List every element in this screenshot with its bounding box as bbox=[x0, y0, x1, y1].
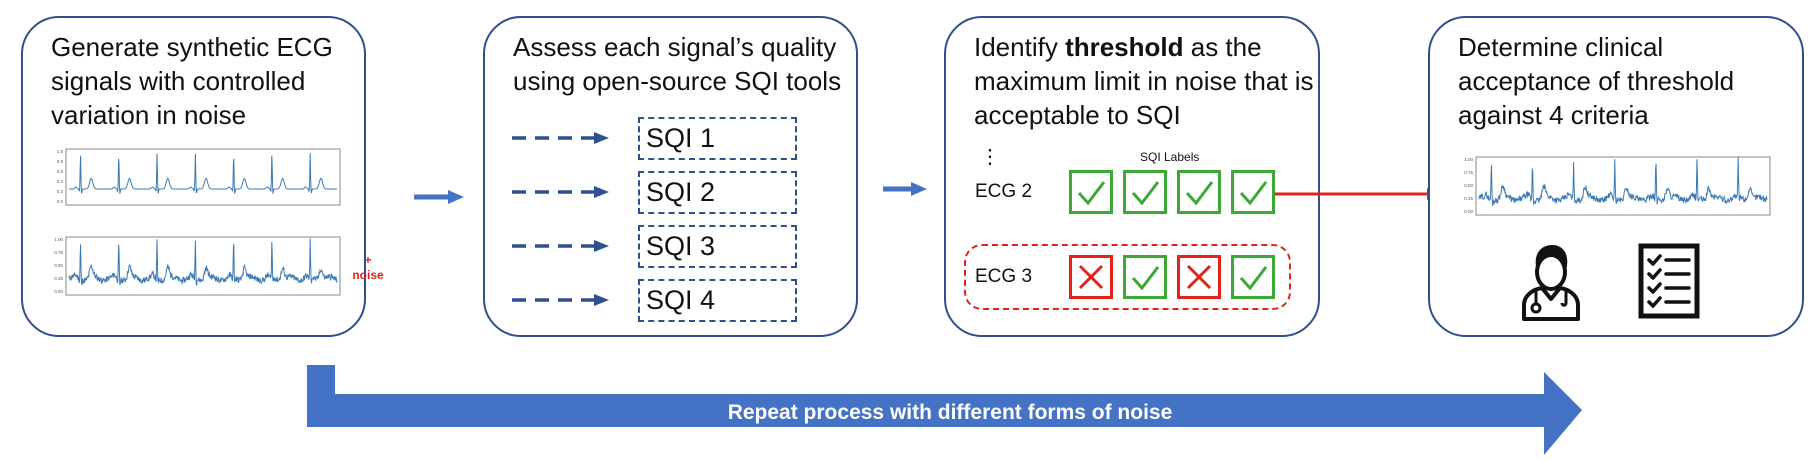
plot-tick-label: 0.75 bbox=[1464, 170, 1473, 175]
plot-tick-label: 1.0 bbox=[57, 149, 64, 154]
pass-check-icon bbox=[1231, 255, 1275, 299]
step-4-text: Determine clinical acceptance of thresho… bbox=[1458, 32, 1735, 130]
plot-tick-label: 0.00 bbox=[54, 289, 63, 294]
flow-arrow-2 bbox=[883, 182, 927, 196]
sqi-tool-box: SQI 1 bbox=[638, 117, 797, 160]
pass-check-icon bbox=[1123, 170, 1167, 214]
sqi-labels-header: SQI Labels bbox=[1140, 150, 1200, 164]
plot-tick-label: 0.4 bbox=[57, 179, 64, 184]
ecg3-dashed-box bbox=[964, 244, 1291, 310]
sqi-tool-box: SQI 2 bbox=[638, 171, 797, 214]
step-3-text-bold: threshold bbox=[1065, 32, 1184, 62]
ecg-row-label: ECG 2 bbox=[975, 181, 1033, 202]
plot-frame bbox=[65, 148, 341, 206]
step-1-text: Generate synthetic ECG signals with cont… bbox=[51, 32, 333, 130]
plot-tick-label: 1.00 bbox=[54, 237, 63, 242]
plot-tick-label: 0.2 bbox=[57, 189, 64, 194]
plot-tick-label: 0.50 bbox=[54, 263, 63, 268]
pass-check-icon bbox=[1069, 170, 1113, 214]
pass-check-icon bbox=[1177, 170, 1221, 214]
step-3-text-before: Identify bbox=[974, 32, 1066, 62]
clinician-icon bbox=[1522, 245, 1580, 321]
pass-check-icon bbox=[1123, 255, 1167, 299]
fail-cross-icon bbox=[1177, 255, 1221, 299]
ecg-trace bbox=[69, 152, 337, 194]
plot-frame bbox=[65, 236, 341, 296]
sqi-arrow bbox=[512, 240, 609, 252]
ecg-row-label: ECG 3 bbox=[975, 266, 1033, 287]
noise-label: + noise bbox=[346, 253, 390, 283]
plot-tick-label: 0.50 bbox=[1464, 183, 1473, 188]
step-1-panel: Generate synthetic ECG signals with cont… bbox=[21, 16, 366, 337]
flow-arrow-1 bbox=[414, 190, 464, 204]
sqi-arrow bbox=[512, 132, 609, 144]
repeat-arrow-label: Repeat process with different forms of n… bbox=[727, 401, 1173, 424]
repeat-arrow bbox=[307, 365, 1582, 455]
noise-word: noise bbox=[352, 268, 384, 282]
fail-cross-icon bbox=[1069, 255, 1113, 299]
noise-plus: + bbox=[364, 253, 372, 267]
plot-tick-label: 0.0 bbox=[57, 199, 64, 204]
step-3-panel: Identify threshold as the maximum limit … bbox=[944, 16, 1320, 337]
plot-tick-label: 0.6 bbox=[57, 169, 64, 174]
threshold-arrow bbox=[1275, 188, 1443, 200]
step-3-text-after: as the maximum limit in noise that is ac… bbox=[974, 32, 1314, 130]
step-3-text: Identify threshold as the maximum limit … bbox=[974, 30, 1314, 132]
sqi-arrow bbox=[512, 186, 609, 198]
plot-tick-label: 0.25 bbox=[1464, 196, 1473, 201]
sqi-tool-box: SQI 4 bbox=[638, 279, 797, 322]
checklist-icon bbox=[1638, 243, 1700, 319]
step-2-text: Assess each signal’s quality using open-… bbox=[513, 32, 842, 96]
plot-tick-label: 0.00 bbox=[1464, 209, 1473, 214]
ellipsis: ⋮ bbox=[980, 146, 1000, 168]
plot-tick-label: 0.75 bbox=[54, 250, 63, 255]
plot-tick-label: 1.00 bbox=[1464, 157, 1473, 162]
clean-ecg-plot: 1.0 0.8 0.6 0.4 0.2 0.0 bbox=[42, 145, 342, 215]
noisy-ecg-plot: 1.00 0.75 0.50 0.25 0.00 bbox=[42, 233, 342, 305]
ecg-trace bbox=[1478, 157, 1768, 206]
pass-check-icon bbox=[1231, 170, 1275, 214]
sqi-arrow bbox=[512, 294, 609, 306]
plot-frame bbox=[1475, 156, 1771, 216]
plot-tick-label: 0.25 bbox=[54, 276, 63, 281]
sqi-tool-box: SQI 3 bbox=[638, 225, 797, 268]
step-2-panel: Assess each signal’s quality using open-… bbox=[483, 16, 858, 337]
plot-tick-label: 0.8 bbox=[57, 159, 64, 164]
accepted-ecg-plot: 1.00 0.75 0.50 0.25 0.00 bbox=[1452, 153, 1772, 225]
ecg-trace bbox=[68, 238, 338, 286]
